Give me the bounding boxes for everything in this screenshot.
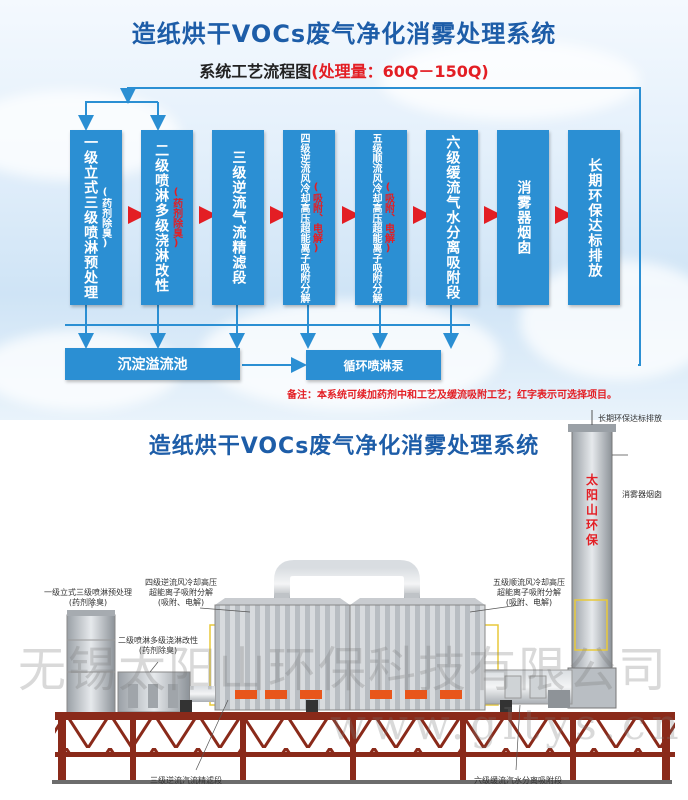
flow-step-3-text: 三级逆流气流精滤段 — [230, 150, 247, 285]
label-step5: 五级顺流风冷却高压 超能离子吸附分解 (吸附、电解) — [493, 578, 565, 608]
label-step5-note: (吸附、电解) — [505, 598, 553, 607]
loop-line-top — [120, 87, 641, 366]
flow-step-2-text: 二级喷淋多级浇淋改性 — [153, 142, 170, 293]
label-step5-title: 五级顺流风冷却高压 — [493, 578, 565, 587]
flow-step-5: 五级顺流风冷却高压超能离子吸附分解 (吸附、电解) — [355, 130, 407, 305]
chimney-sign: 太阳山环保 — [585, 473, 598, 547]
top-duct — [274, 560, 420, 600]
subtitle-capacity: (处理量：60Q－150Q) — [311, 62, 489, 81]
flow-step-1: 一级立式三级喷淋预处理 (药剂除臭) — [70, 130, 122, 305]
sedimentation-pool: 沉淀溢流池 — [65, 348, 240, 380]
ion-unit-left — [214, 598, 351, 711]
flow-step-8-text: 长期环保达标排放 — [586, 157, 603, 278]
pre-scrubber-tower — [66, 614, 116, 714]
label-step3: 三级逆流汽流精滤段 — [150, 776, 222, 785]
steel-platform — [55, 712, 675, 720]
flow-step-3: 三级逆流气流精滤段 — [212, 130, 264, 305]
flow-step-8: 长期环保达标排放 — [568, 130, 620, 305]
label-exhaust: 长期环保达标排放 — [598, 414, 662, 423]
circulation-pump: 循环喷淋泵 — [306, 350, 441, 380]
ion-unit-right — [349, 598, 486, 711]
label-chimney: 消雾器烟囱 — [622, 490, 662, 499]
label-step1: 一级立式三级喷淋预处理 (药剂除臭) — [44, 588, 132, 608]
label-step4-sub: 超能离子吸附分解 — [149, 588, 213, 597]
remark: 备注：本系统可续加药剂中和工艺及缓流吸附工艺；红字表示可选择项目。 — [287, 390, 617, 401]
subtitle-main: 系统工艺流程图 — [199, 62, 312, 81]
flow-step-1-text: 一级立式三级喷淋预处理 — [82, 135, 99, 300]
chimney — [571, 429, 613, 701]
flow-step-5-note: (吸附、电解) — [382, 181, 394, 254]
flow-subtitle: 系统工艺流程图(处理量：60Q－150Q) — [0, 58, 688, 82]
flow-step-2: 二级喷淋多级浇淋改性 (药剂除臭) — [141, 130, 193, 305]
label-step6: 六级缓流汽水分离吸附段 — [474, 776, 562, 785]
label-step2-title: 二级喷淋多级浇淋改性 — [118, 636, 198, 645]
label-step2: 二级喷淋多级浇淋改性 (药剂除臭) — [118, 636, 198, 656]
equipment-title: 造纸烘干VOCs废气净化消雾处理系统 — [148, 434, 540, 459]
flow-step-2-note: (药剂除臭) — [170, 186, 182, 249]
watermark-company: 无锡太阳山环保科技有限公司 — [18, 642, 669, 698]
flow-step-6-text: 六级缓流气水分离吸附段 — [444, 135, 461, 300]
label-step4-title: 四级逆流风冷却高压 — [145, 578, 217, 587]
flow-step-4: 四级逆流风冷却高压超能离子吸附分解 (吸附、电解) — [283, 130, 335, 305]
label-step1-note: (药剂除臭) — [68, 598, 108, 607]
loop-line-left — [78, 101, 128, 131]
flow-step-7: 消雾器烟囱 — [497, 130, 549, 305]
label-step4: 四级逆流风冷却高压 超能离子吸附分解 (吸附、电解) — [145, 578, 217, 608]
label-step4-note: (吸附、电解) — [157, 598, 205, 607]
label-step2-note: (药剂除臭) — [138, 646, 178, 655]
flow-connectors — [65, 87, 641, 373]
flow-step-6: 六级缓流气水分离吸附段 — [426, 130, 478, 305]
flow-step-5-text: 五级顺流风冷却高压超能离子吸附分解 — [370, 132, 381, 303]
flow-step-4-text: 四级逆流风冷却高压超能离子吸附分解 — [298, 132, 309, 303]
watermark-site: www.gltys.cn — [330, 700, 685, 749]
label-step5-sub: 超能离子吸附分解 — [497, 588, 561, 597]
label-step1-title: 一级立式三级喷淋预处理 — [44, 588, 132, 597]
page-title: 造纸烘干VOCs废气净化消雾处理系统 — [131, 20, 557, 48]
flow-step-7-text: 消雾器烟囱 — [515, 180, 532, 255]
flow-step-4-note: (吸附、电解) — [310, 181, 322, 254]
flow-step-1-note: (药剂除臭) — [99, 186, 111, 249]
